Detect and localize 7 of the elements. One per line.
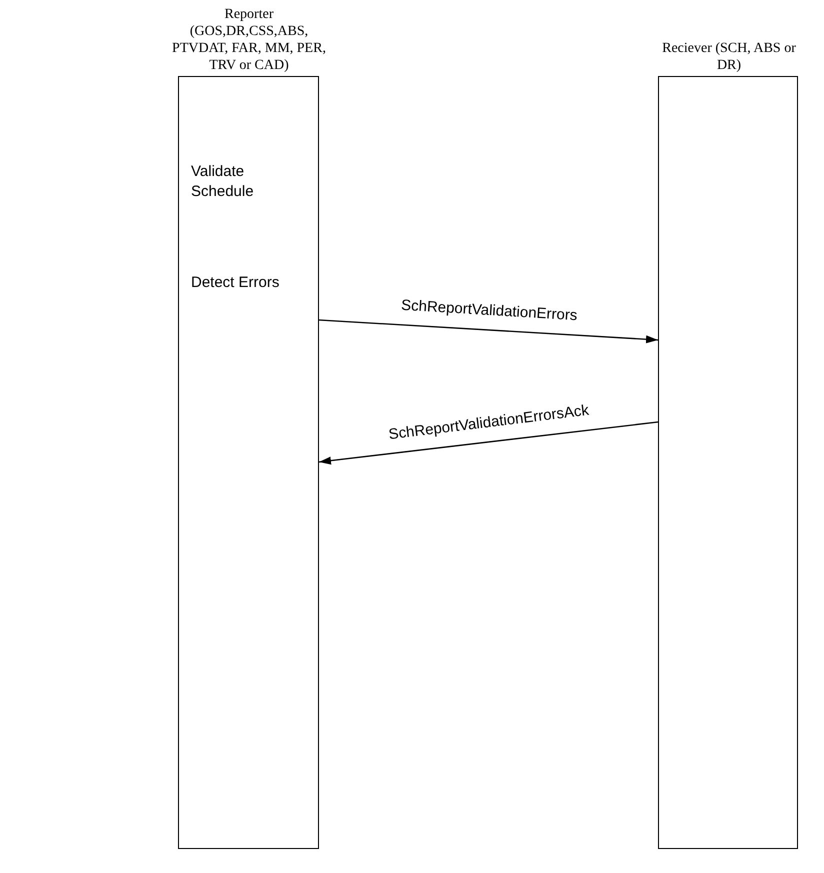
step-text: Detect Errors [191, 273, 280, 293]
lifeline-heading: Reporter (GOS,DR,CSS,ABS, PTVDAT, FAR, MM, PER, TRV or CAD) [171, 6, 327, 74]
edge-label: SchReportValidationErrors [400, 296, 578, 324]
message-arrow [318, 319, 658, 344]
step-text: Validate Schedule [191, 162, 255, 202]
lifeline-heading: Reciever (SCH, ABS or DR) [661, 40, 797, 74]
message-arrow [318, 421, 658, 465]
